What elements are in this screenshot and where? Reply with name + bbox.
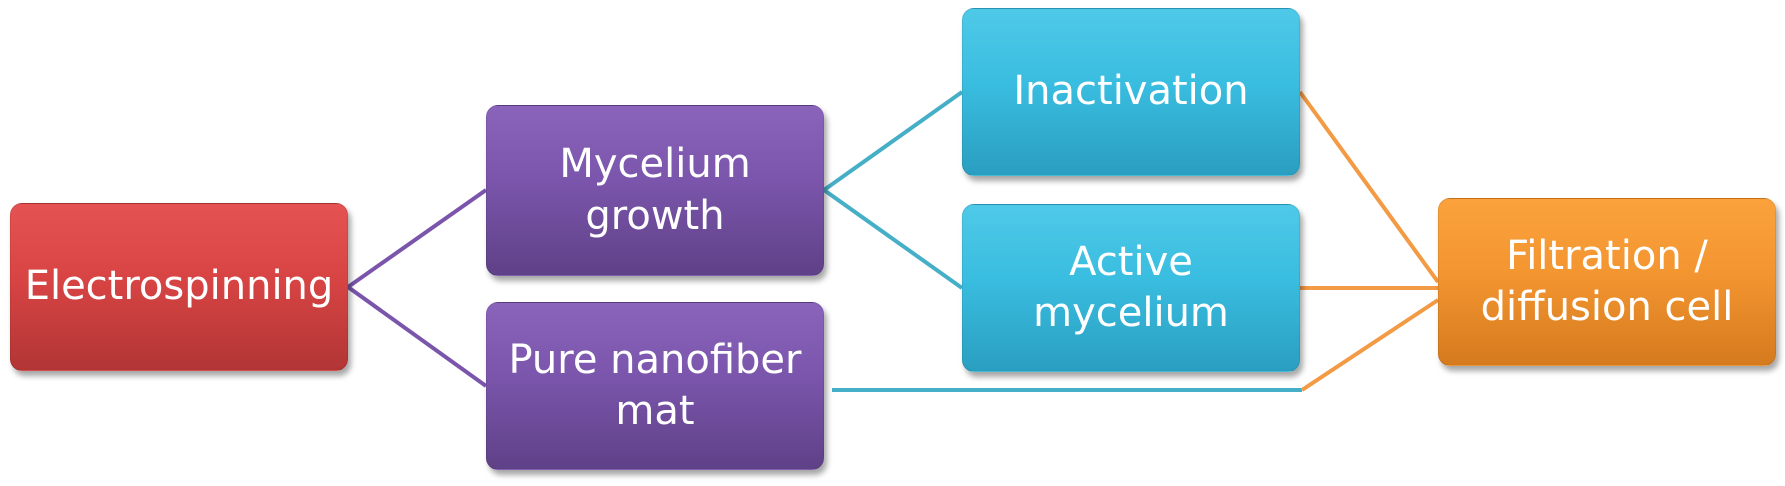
node-electrospinning: Electrospinning (10, 203, 348, 371)
node-pure-nanofiber-mat: Pure nanofiber mat (486, 302, 824, 470)
node-electrospinning-label: Electrospinning (24, 263, 334, 310)
edge-mycelium-growth-inactivation (822, 90, 964, 192)
node-active-mycelium: Active mycelium (962, 204, 1300, 372)
edge-electrospinning-pure-nanofiber-mat (346, 285, 488, 388)
edge-electrospinning-mycelium-growth (346, 188, 488, 289)
node-pure-nanofiber-mat-label: Pure nanofiber mat (508, 336, 802, 434)
node-inactivation-label: Inactivation (1013, 68, 1249, 115)
node-filtration-diffusion-cell: Filtration / diffusion cell (1438, 198, 1776, 366)
edge-pure-nanofiber-mat-filtration-cell (1300, 298, 1440, 392)
edge-inactivation-filtration-cell (1298, 90, 1440, 284)
node-filtration-diffusion-cell-label: Filtration / diffusion cell (1480, 232, 1734, 330)
edge-mycelium-growth-active-mycelium (822, 188, 964, 290)
node-active-mycelium-label: Active mycelium (1033, 238, 1229, 336)
node-inactivation: Inactivation (962, 8, 1300, 176)
node-mycelium-growth: Mycelium growth (486, 105, 824, 276)
node-mycelium-growth-label: Mycelium growth (559, 141, 751, 239)
